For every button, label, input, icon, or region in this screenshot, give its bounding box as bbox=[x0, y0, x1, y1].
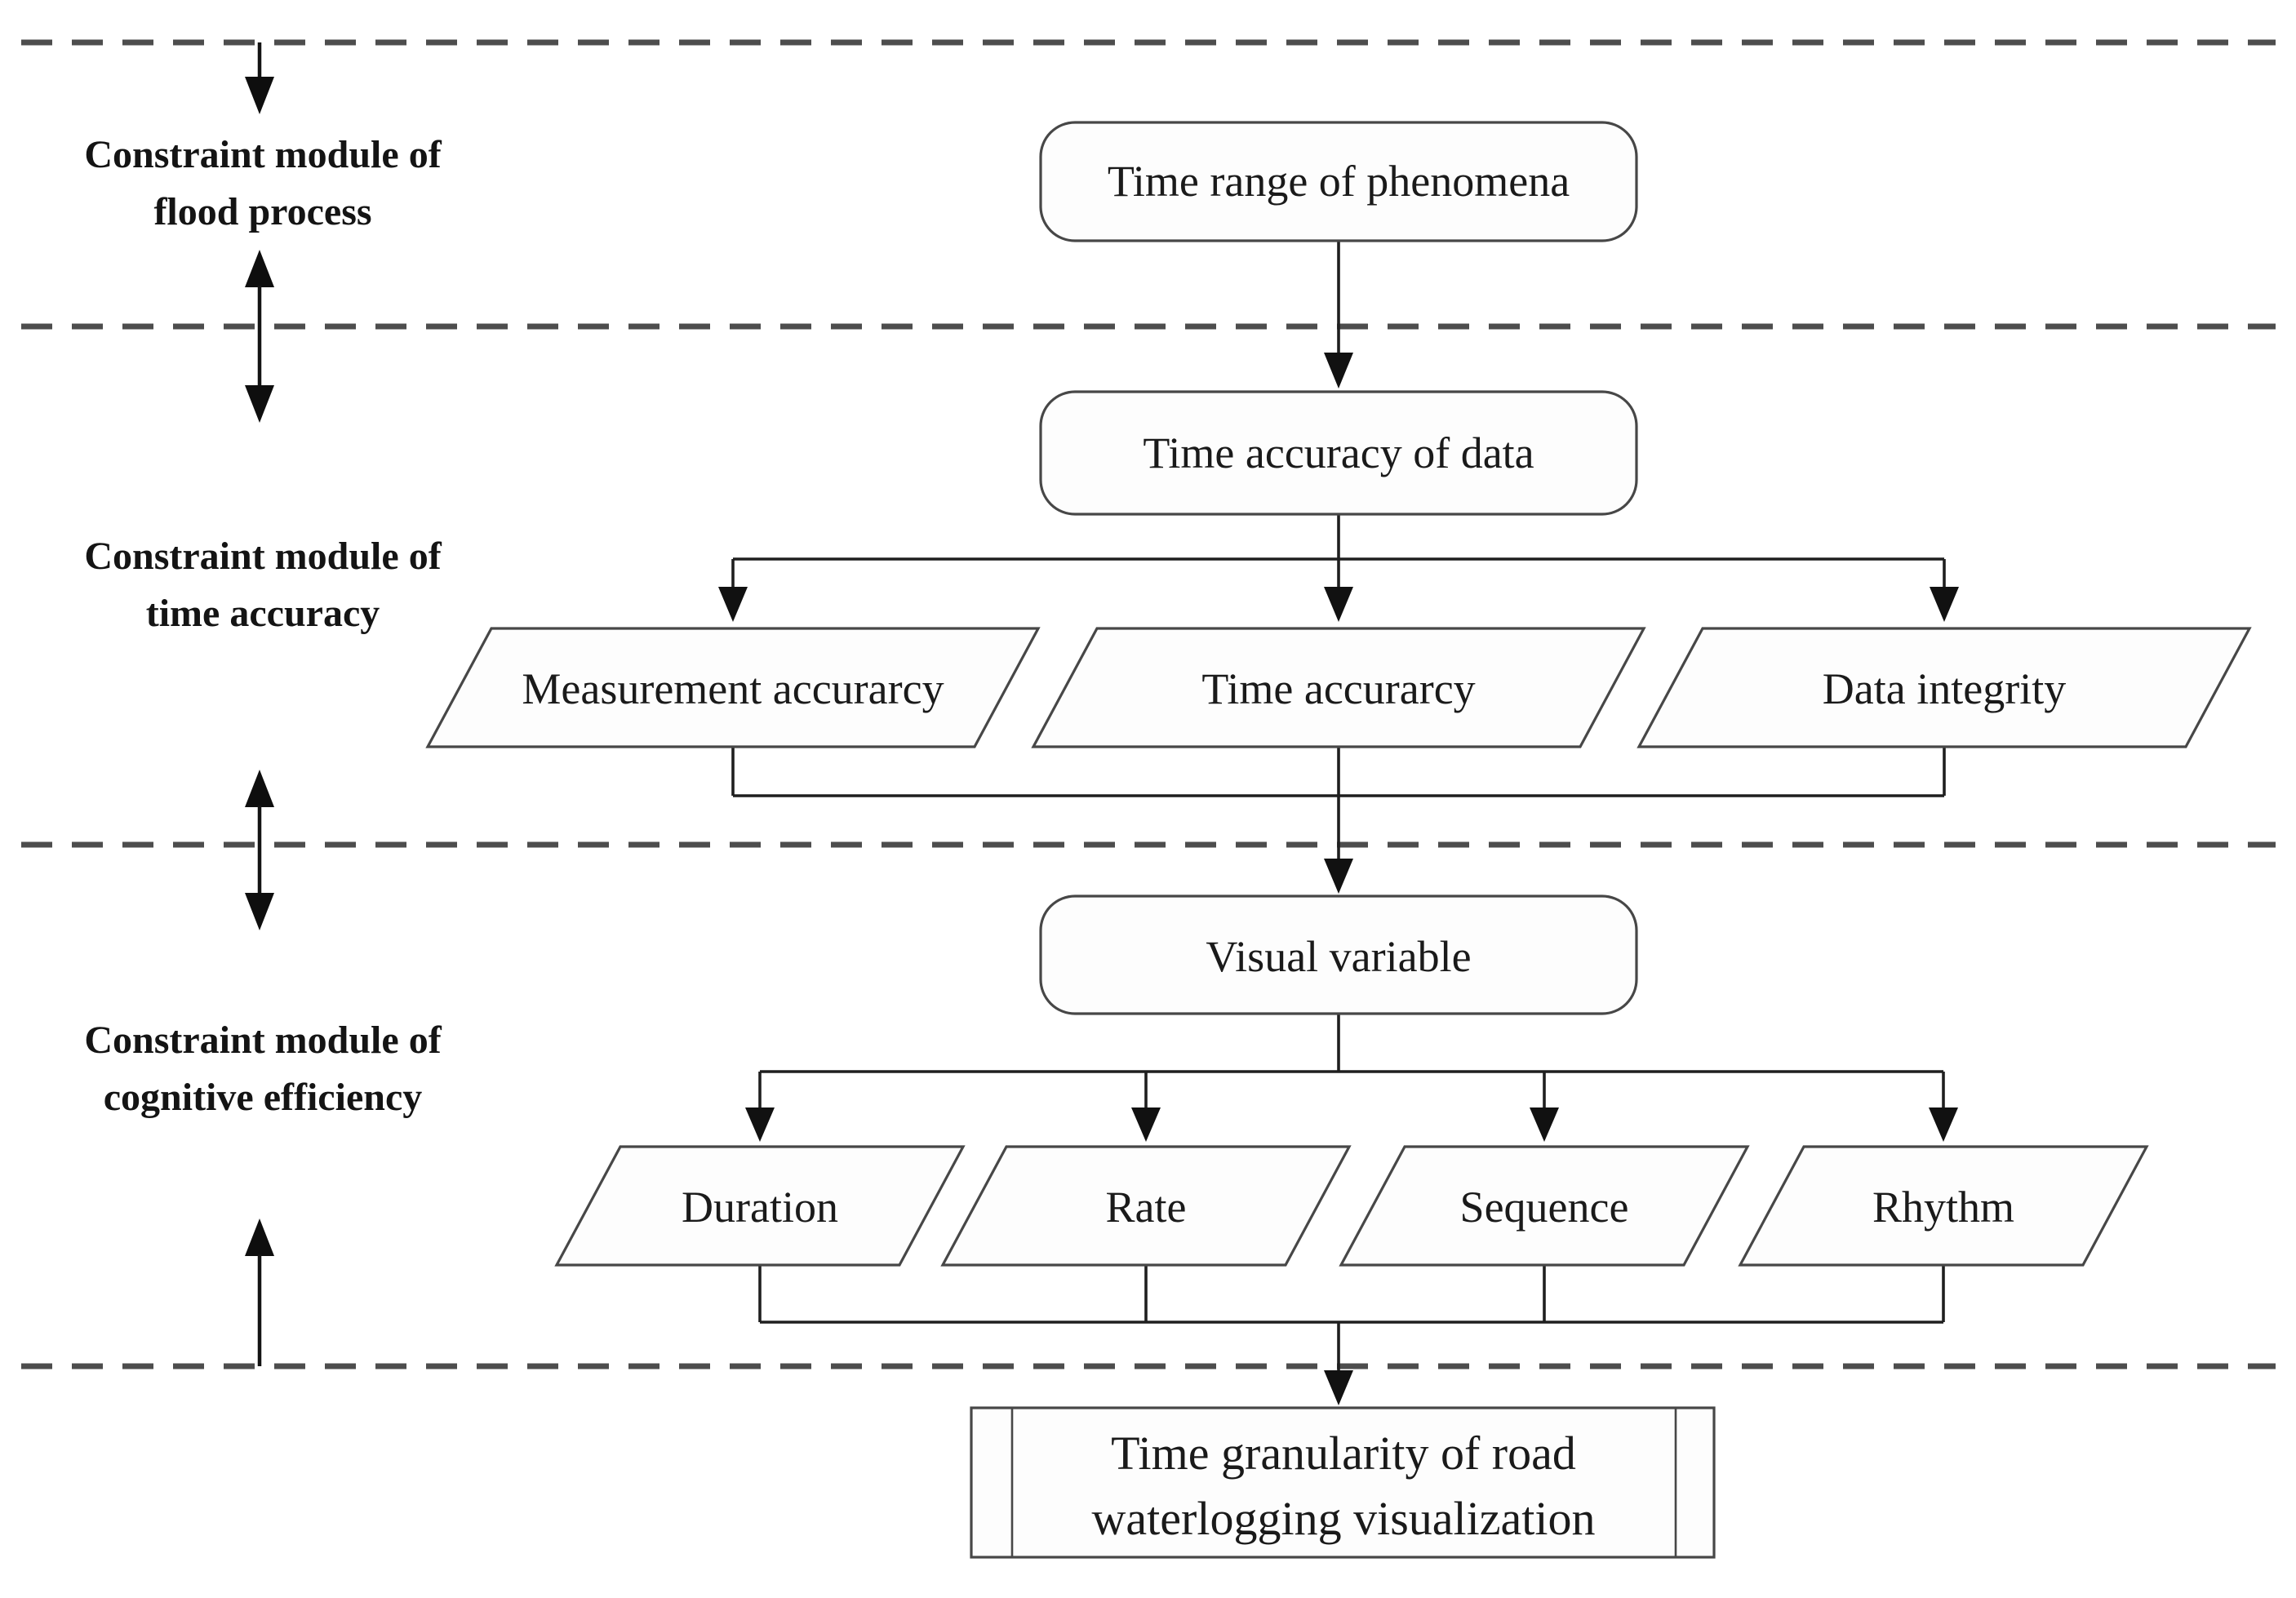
node-time-accuracy: Time accurarcy bbox=[1031, 627, 1646, 748]
node-label: Sequence bbox=[1460, 1183, 1629, 1232]
module-label-line: time accuracy bbox=[146, 592, 380, 635]
node-label: Time accuracy of data bbox=[1143, 428, 1534, 477]
up-arrowhead-icon bbox=[245, 250, 274, 287]
node-rhythm: Rhythm bbox=[1738, 1145, 2149, 1267]
module-label-cognitive-efficiency: Constraint module of cognitive efficienc… bbox=[84, 1019, 442, 1119]
module-span-arrow-flood-time bbox=[245, 250, 274, 423]
module-label-line: Constraint module of bbox=[84, 1019, 442, 1062]
node-label: Duration bbox=[682, 1183, 838, 1232]
node-label-line: waterlogging visualization bbox=[1092, 1492, 1596, 1545]
down-arrowhead-icon bbox=[745, 1108, 775, 1142]
connector-data-accuracy-branch bbox=[718, 514, 1959, 622]
down-arrowhead-icon bbox=[1131, 1108, 1161, 1142]
down-arrowhead-icon bbox=[1530, 1108, 1559, 1142]
node-label: Data integrity bbox=[1823, 664, 2066, 713]
node-label: Time range of phenomena bbox=[1108, 157, 1570, 206]
node-measurement-accuracy: Measurement accurarcy bbox=[425, 627, 1041, 748]
node-label: Rhythm bbox=[1872, 1183, 2014, 1232]
down-arrowhead-icon bbox=[245, 77, 274, 114]
module-span-arrow-bottom bbox=[245, 1218, 274, 1366]
down-arrowhead-icon bbox=[1324, 859, 1353, 894]
node-label: Measurement accurarcy bbox=[522, 664, 944, 713]
module-label-line: Constraint module of bbox=[84, 133, 442, 176]
down-arrowhead-icon bbox=[1324, 353, 1353, 388]
up-arrowhead-icon bbox=[245, 1218, 274, 1256]
node-label: Visual variable bbox=[1206, 932, 1471, 981]
connector-phenomena-to-data-accuracy bbox=[1324, 241, 1353, 388]
node-label-line: Time granularity of road bbox=[1111, 1427, 1576, 1480]
node-label: Time accurarcy bbox=[1201, 664, 1475, 713]
down-arrowhead-icon bbox=[718, 587, 748, 622]
node-data-integrity: Data integrity bbox=[1637, 627, 2252, 748]
connector-visual-variable-branch bbox=[745, 1014, 1958, 1142]
module-span-arrow-time-cognitive bbox=[245, 770, 274, 930]
node-output-time-granularity: Time granularity of road waterlogging vi… bbox=[970, 1406, 1716, 1559]
node-label: Rate bbox=[1106, 1183, 1187, 1232]
module-label-time-accuracy: Constraint module of time accuracy bbox=[84, 535, 442, 635]
down-arrowhead-icon bbox=[245, 893, 274, 930]
down-arrowhead-icon bbox=[1324, 1370, 1353, 1405]
node-sequence: Sequence bbox=[1339, 1145, 1750, 1267]
node-visual-variable: Visual variable bbox=[1039, 894, 1638, 1015]
connector-visual-merge-to-output bbox=[758, 1265, 1945, 1405]
node-duration: Duration bbox=[554, 1145, 966, 1267]
connector-accuracy-merge-to-visual-variable bbox=[731, 747, 1946, 894]
module-label-line: Constraint module of bbox=[84, 535, 442, 578]
module-label-flood-process: Constraint module of flood process bbox=[84, 133, 442, 233]
node-time-accuracy-of-data: Time accuracy of data bbox=[1039, 390, 1638, 516]
module-span-arrow-top bbox=[245, 42, 274, 114]
down-arrowhead-icon bbox=[245, 385, 274, 423]
module-label-line: flood process bbox=[153, 190, 371, 233]
module-label-line: cognitive efficiency bbox=[104, 1076, 423, 1119]
down-arrowhead-icon bbox=[1324, 587, 1353, 622]
node-time-range-of-phenomena: Time range of phenomena bbox=[1039, 121, 1638, 242]
down-arrowhead-icon bbox=[1929, 1108, 1958, 1142]
down-arrowhead-icon bbox=[1930, 587, 1959, 622]
node-rate: Rate bbox=[940, 1145, 1352, 1267]
up-arrowhead-icon bbox=[245, 770, 274, 807]
